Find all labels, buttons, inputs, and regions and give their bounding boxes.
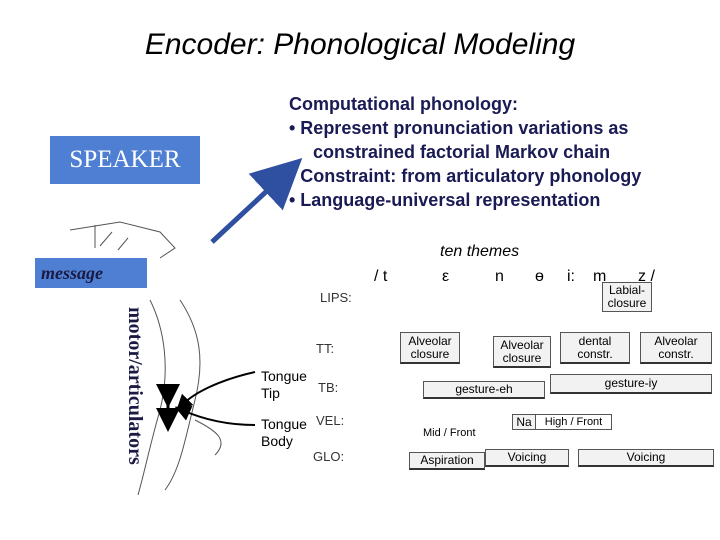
gesture-voicing-1: Voicing xyxy=(485,449,569,467)
description-heading: Computational phonology: xyxy=(289,94,518,114)
description-text: Computational phonology: • Represent pro… xyxy=(289,92,714,212)
gesture-aspiration: Aspiration xyxy=(409,452,485,470)
gesture-nasal: Na xyxy=(512,414,536,430)
tract-row-tb: TB: xyxy=(318,380,339,395)
tongue-tip-label: Tongue Tip xyxy=(261,368,307,401)
bullet-3: • Language-universal representation xyxy=(289,190,601,210)
tract-row-tt: TT: xyxy=(316,341,335,356)
bullet-1: • Represent pronunciation variations as xyxy=(289,118,629,138)
gesture-high-front: High / Front xyxy=(536,414,612,430)
phone-m: m xyxy=(593,268,607,285)
page-title: Encoder: Phonological Modeling xyxy=(144,28,576,61)
phone-th: ө xyxy=(535,268,544,285)
phone-eh: ε xyxy=(442,268,450,285)
speaker-box: SPEAKER xyxy=(50,136,200,184)
gesture-voicing-2: Voicing xyxy=(578,449,714,467)
utterance-words: ten themes xyxy=(440,243,520,260)
motor-articulators-label: motor/articulators xyxy=(124,307,146,465)
phone-t: / t xyxy=(374,268,388,285)
tongue-body-label: Tongue Body xyxy=(261,416,307,449)
speaker-to-description-arrow xyxy=(210,157,303,244)
bullet-1-continued: constrained factorial Markov chain xyxy=(313,142,611,162)
gesture-dental-constriction: dental constr. xyxy=(560,332,630,364)
gesture-labial-closure: Labial- closure xyxy=(602,282,652,312)
tract-row-lips: LIPS: xyxy=(320,290,352,305)
bullet-2: • Constraint: from articulatory phonolog… xyxy=(289,166,642,186)
gesture-alveolar-closure-t: Alveolar closure xyxy=(400,332,460,364)
gesture-mid-front: Mid / Front xyxy=(423,427,476,439)
tongue-body-arrow xyxy=(174,405,256,426)
gesture-alveolar-closure-n: Alveolar closure xyxy=(493,336,551,368)
gesture-iy: gesture-iy xyxy=(550,374,712,394)
tongue-tip-arrow xyxy=(176,371,256,411)
message-box: message xyxy=(35,258,147,288)
gesture-eh: gesture-eh xyxy=(423,381,545,399)
tract-row-vel: VEL: xyxy=(316,413,345,428)
tract-row-glo: GLO: xyxy=(313,449,345,464)
phone-iy: i: xyxy=(567,268,575,285)
gesture-alveolar-constriction: Alveolar constr. xyxy=(640,332,712,364)
phone-n: n xyxy=(495,268,504,285)
phone-z: z / xyxy=(638,268,655,285)
